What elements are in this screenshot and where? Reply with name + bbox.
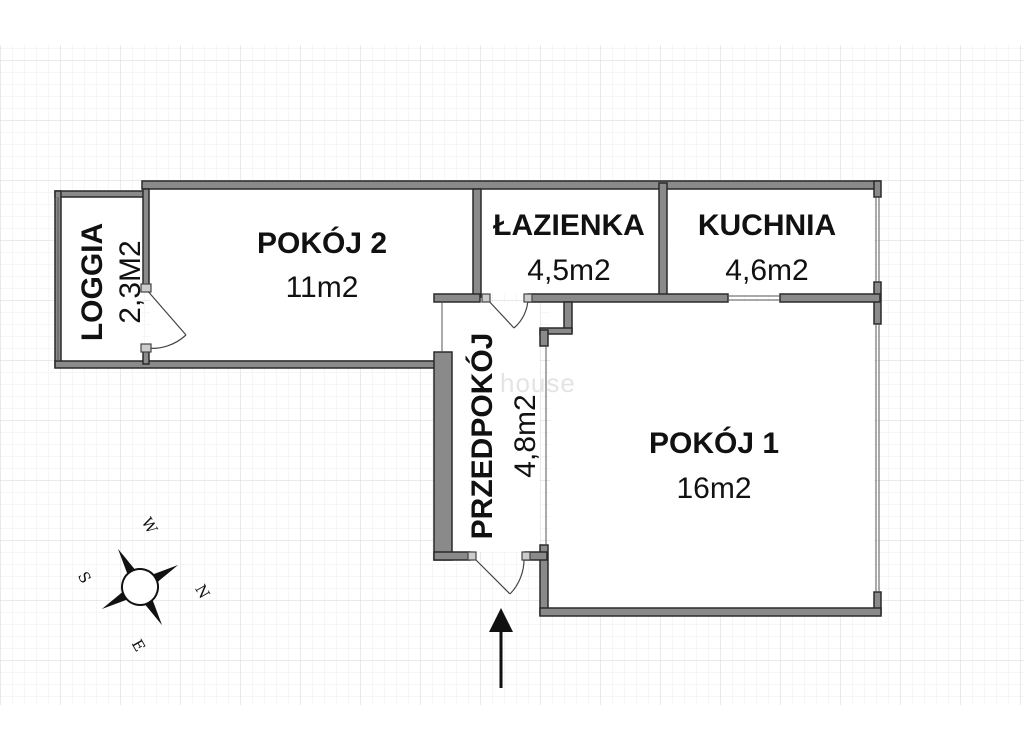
compass-rose-icon <box>101 548 179 626</box>
room-name-pokoj2: POKÓJ 2 <box>257 226 387 260</box>
room-name-przedpokoj: PRZEDPOKÓJ <box>465 333 499 540</box>
room-area-lazienka: 4,5m2 <box>527 254 610 287</box>
room-area-przedpokoj: 4,8m2 <box>509 394 542 477</box>
windows <box>57 197 880 592</box>
room-name-kuchnia: KUCHNIA <box>698 209 836 242</box>
room-interiors <box>62 190 874 608</box>
doors <box>140 283 533 595</box>
arrow-up-icon <box>489 608 513 688</box>
room-area-pokoj1: 16m2 <box>676 472 751 505</box>
room-area-kuchnia: 4,6m2 <box>725 254 808 287</box>
room-area-pokoj2: 11m2 <box>286 271 359 304</box>
room-name-pokoj1: POKÓJ 1 <box>649 426 779 460</box>
watermark: house <box>500 368 576 398</box>
room-name-lazienka: ŁAZIENKA <box>493 209 645 242</box>
room-name-loggia: LOGGIA <box>76 223 109 341</box>
room-area-loggia: 2,3M2 <box>114 240 147 323</box>
